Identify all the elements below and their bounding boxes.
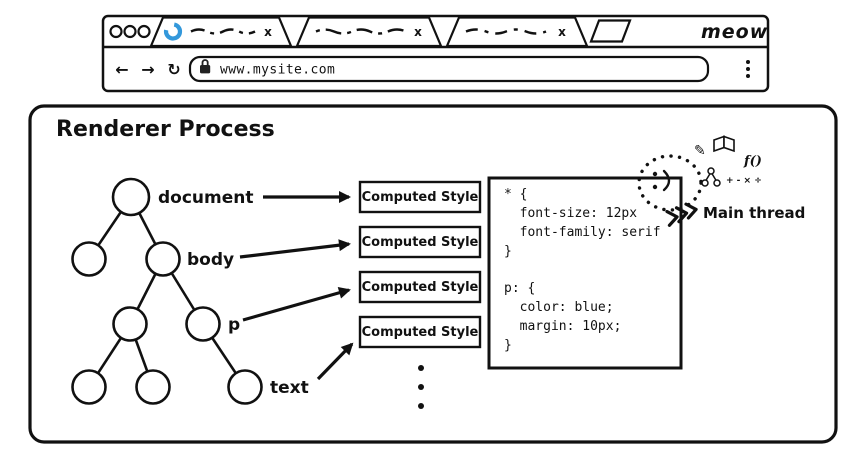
arrow-p-to-style: [242, 286, 351, 322]
mini-tree-icon: [701, 167, 721, 187]
dom-label-p: p: [228, 315, 240, 335]
tab2-close-button[interactable]: x: [414, 25, 422, 39]
main-thread-label: Main thread: [703, 204, 805, 222]
computed-style-boxes: Computed Style Computed Style Computed S…: [358, 180, 482, 349]
tab2-title-scribble: [315, 28, 407, 35]
dom-tree: [71, 177, 263, 405]
computed-style-label: Computed Style: [362, 235, 479, 250]
reload-button[interactable]: ↻: [167, 60, 180, 79]
smiley-face-icon: [652, 169, 671, 192]
tab1-close-button[interactable]: x: [264, 25, 272, 39]
window-control-minimize[interactable]: [123, 24, 137, 39]
computed-style-label: Computed Style: [362, 190, 479, 205]
computed-style-box: [358, 315, 482, 349]
dom-label-document: document: [158, 188, 254, 208]
dom-label-body: body: [187, 250, 234, 270]
style-arrows: [239, 191, 354, 381]
window-control-close[interactable]: [109, 24, 123, 39]
math-icons: + - × ÷: [726, 176, 762, 186]
url-text: www.mysite.com: [220, 63, 335, 78]
forward-button[interactable]: →: [141, 60, 154, 79]
pencil-icon: ✎: [694, 143, 706, 159]
dom-node-p: [185, 306, 221, 342]
back-button[interactable]: ←: [115, 60, 128, 79]
ellipsis-icon: [418, 365, 424, 409]
new-tab-button[interactable]: [589, 19, 632, 43]
dom-node-document: [111, 177, 151, 217]
computed-style-box: [358, 225, 482, 259]
chevrons-icon: [665, 202, 698, 227]
computed-style-label: Computed Style: [362, 325, 479, 340]
computed-style-box: [358, 180, 482, 214]
tab1-title-scribble: [190, 28, 256, 35]
css-rules-box: [487, 176, 683, 370]
computed-style-box: [358, 270, 482, 304]
css-code-text: * { font-size: 12px font-family: serif }…: [504, 187, 661, 353]
browser-window: x x x meow ← → ↻ www.mysite.com: [101, 14, 770, 93]
dom-node-body: [145, 241, 181, 277]
dom-node: [71, 369, 107, 405]
dom-node-text: [227, 369, 263, 405]
arrow-body-to-style: [239, 239, 351, 259]
main-thread-character: ✎ f() + - × ÷: [637, 135, 762, 227]
computed-style-label: Computed Style: [362, 280, 479, 295]
dotted-circle: [637, 154, 703, 212]
window-control-maximize[interactable]: [137, 24, 151, 39]
function-icon: f(): [743, 154, 762, 169]
arrow-text-to-style: [316, 342, 354, 381]
address-bar[interactable]: [188, 55, 710, 83]
dom-node: [71, 241, 107, 277]
dom-node: [135, 369, 171, 405]
renderer-title: Renderer Process: [56, 117, 275, 142]
browser-logo: meow: [701, 21, 768, 43]
menu-icon[interactable]: [746, 60, 750, 78]
tab3-title-scribble: [465, 28, 547, 35]
tab-3[interactable]: [445, 16, 589, 48]
tab3-close-button[interactable]: x: [558, 25, 566, 39]
lock-icon: [200, 59, 211, 74]
dom-label-text: text: [270, 378, 309, 398]
book-icon: [713, 135, 735, 153]
dom-node: [112, 306, 148, 342]
